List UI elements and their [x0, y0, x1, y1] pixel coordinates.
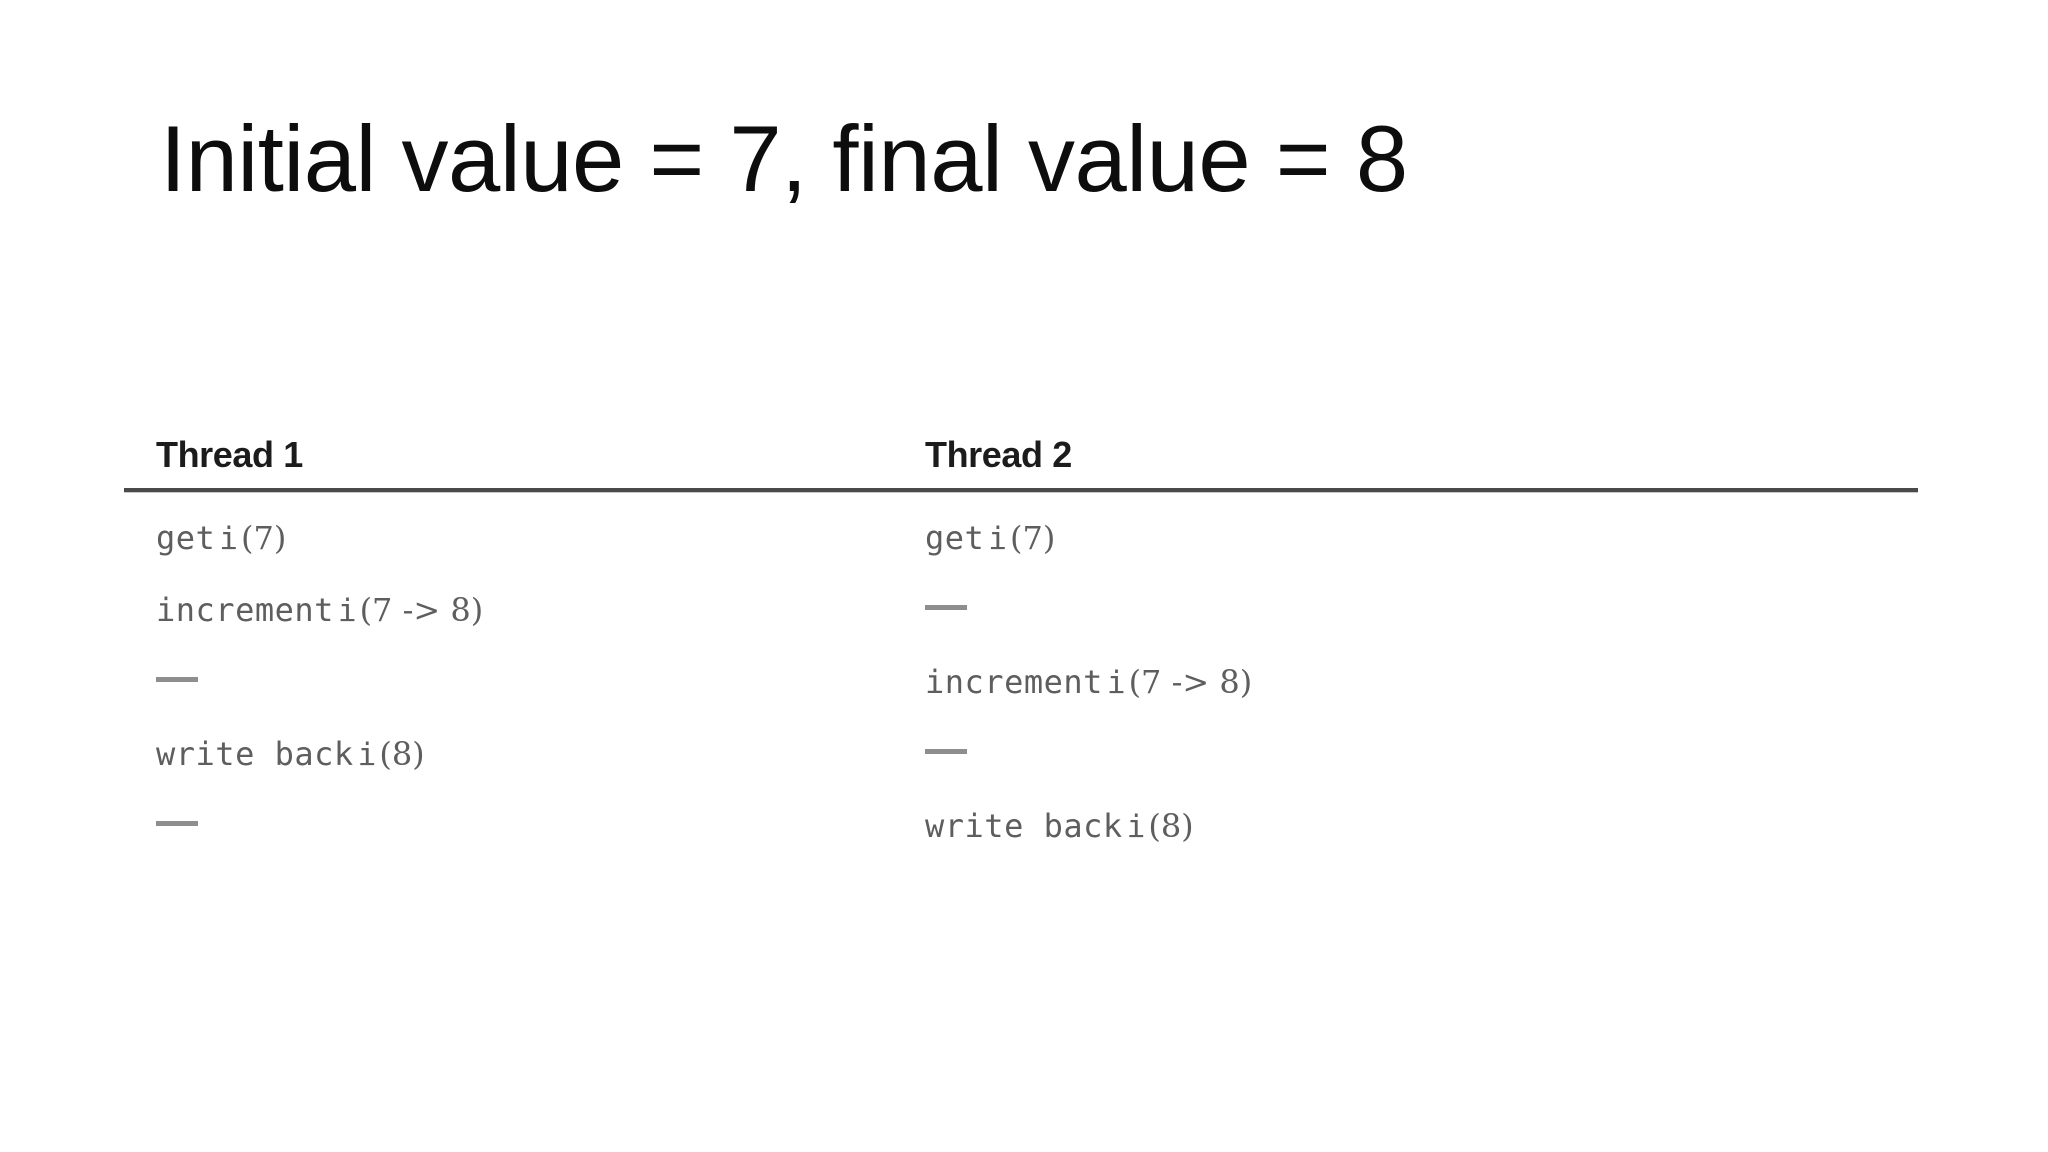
- operation-value: i(8): [357, 735, 425, 773]
- column-header-thread-1: Thread 1: [156, 434, 303, 475]
- operation-label: get: [156, 519, 216, 557]
- column-header-thread-2: Thread 2: [925, 434, 1072, 475]
- operation-label: get: [925, 519, 985, 557]
- empty-marker-dash: [156, 677, 198, 682]
- operation-label: increment: [156, 591, 334, 629]
- operation-label: write back: [925, 807, 1123, 845]
- table-cell-thread-1: [156, 660, 198, 704]
- variable-name: i: [1126, 809, 1146, 845]
- operation-value: i(7 -> 8): [1106, 663, 1253, 701]
- table-cell-thread-2: [925, 588, 967, 632]
- variable-name: i: [1106, 665, 1126, 701]
- empty-marker-dash: [925, 605, 967, 610]
- table-cell-thread-2: [925, 732, 967, 776]
- page-title: Initial value = 7, final value = 8: [160, 106, 1408, 211]
- table-header-row: Thread 1 Thread 2: [124, 434, 1918, 493]
- operation-value: i(7): [219, 519, 287, 557]
- empty-marker-dash: [925, 749, 967, 754]
- empty-marker-dash: [156, 821, 198, 826]
- variable-name: i: [337, 593, 357, 629]
- operation-label: write back: [156, 735, 354, 773]
- variable-name: i: [988, 521, 1007, 557]
- operation-value: i(7): [988, 519, 1056, 557]
- header-divider: [124, 488, 1918, 493]
- operation-label: increment: [925, 663, 1103, 701]
- operation-value: i(7 -> 8): [337, 591, 484, 629]
- operation-value: i(8): [1126, 807, 1194, 845]
- variable-name: i: [219, 521, 238, 557]
- variable-name: i: [357, 737, 377, 773]
- table-cell-thread-1: [156, 804, 198, 848]
